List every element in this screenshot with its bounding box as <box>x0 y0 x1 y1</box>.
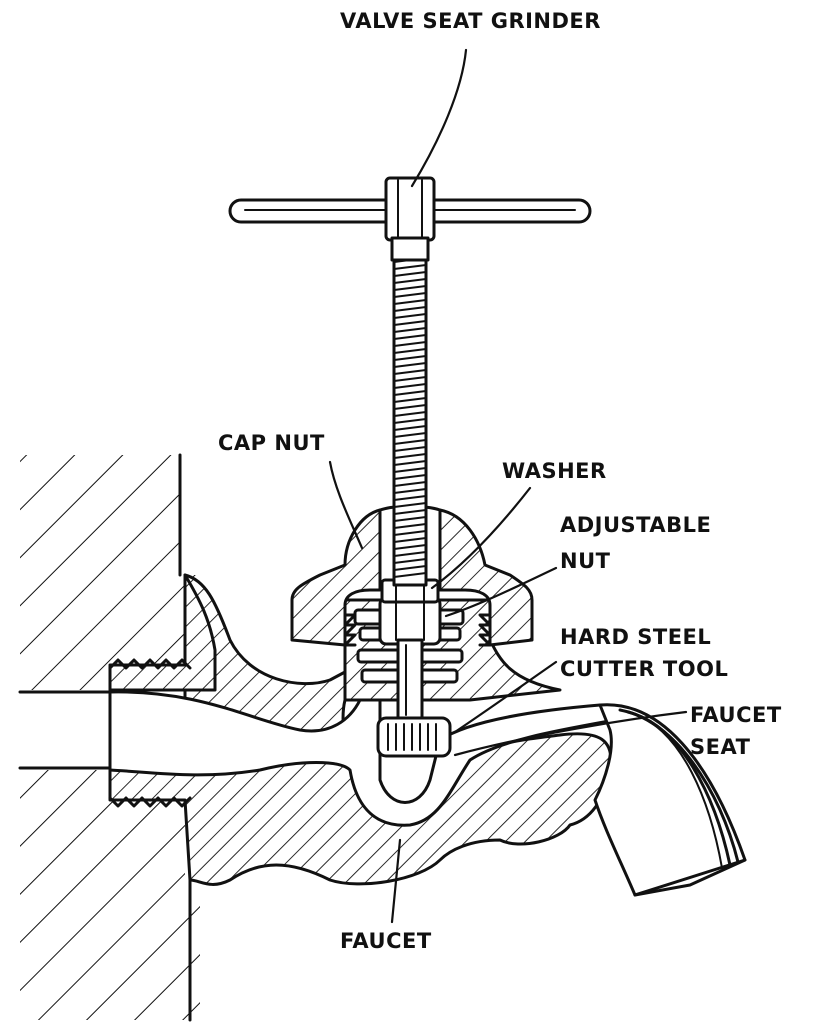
threaded-shaft <box>392 253 428 587</box>
grinder-stem <box>396 638 424 722</box>
wall-section <box>18 453 205 1022</box>
label-cap-nut: CAP NUT <box>218 431 325 455</box>
label-adjustable-line2: NUT <box>560 549 611 573</box>
t-handle <box>228 176 592 262</box>
labels: VALVE SEAT GRINDER CAP NUT WASHER ADJUST… <box>218 9 782 953</box>
leader-valve-seat-grinder <box>410 48 468 188</box>
label-washer: WASHER <box>502 459 607 483</box>
label-hard-steel-line1: HARD STEEL <box>560 625 711 649</box>
faucet-spout <box>593 703 747 897</box>
label-faucet-seat-line1: FAUCET <box>690 703 782 727</box>
label-faucet: FAUCET <box>340 929 432 953</box>
leader-lines <box>328 48 688 924</box>
leader-cutter-tool <box>453 660 558 734</box>
leader-faucet-seat <box>453 710 688 757</box>
leader-faucet <box>390 838 402 924</box>
label-faucet-seat-line2: SEAT <box>690 735 751 759</box>
cutter-tool <box>376 716 452 758</box>
leader-washer <box>430 486 532 590</box>
label-hard-steel-line2: CUTTER TOOL <box>560 657 728 681</box>
label-valve-seat-grinder: VALVE SEAT GRINDER <box>340 9 601 33</box>
label-adjustable-line1: ADJUSTABLE <box>560 513 711 537</box>
adjustable-nut <box>378 596 442 646</box>
leader-cap-nut <box>328 460 364 550</box>
faucet-body <box>108 573 617 886</box>
leader-adjustable-nut <box>444 566 558 618</box>
